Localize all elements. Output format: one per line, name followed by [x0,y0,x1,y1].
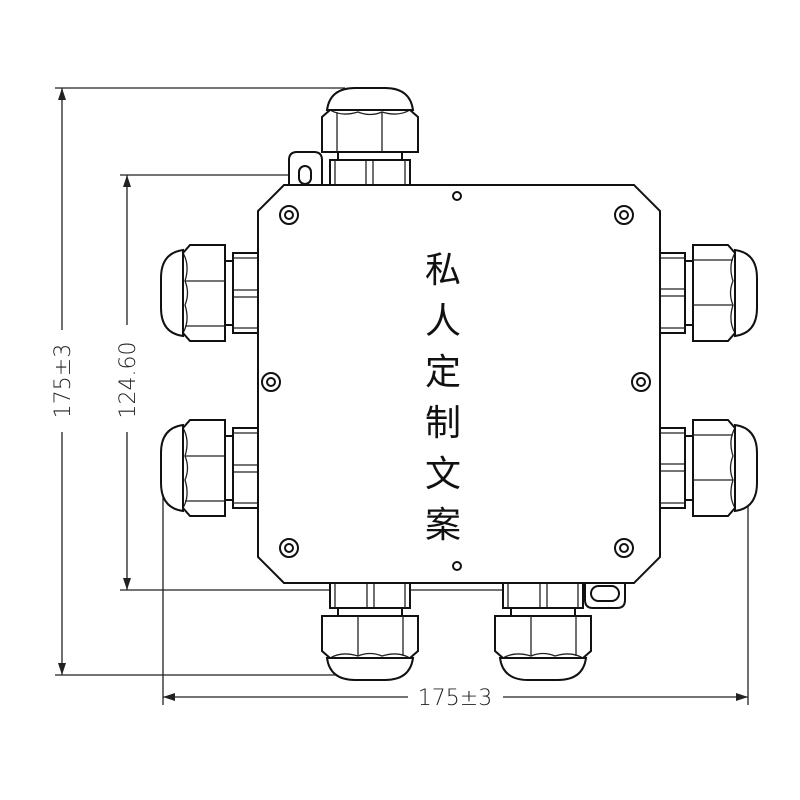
cable-gland-left-upper [160,244,259,342]
cable-gland-right-upper [659,244,758,342]
label-char: 制 [424,403,461,444]
small-screw-icon [452,191,462,201]
cable-gland-right-lower [659,419,758,517]
label-char: 私 [424,250,461,291]
height-total-label: 175±3 [51,344,76,418]
dimension-mount-spacing [123,175,131,590]
label-char: 定 [424,352,461,393]
custom-text-label: 私 人 定 制 文 案 [420,245,466,551]
label-char: 人 [424,301,461,342]
width-total-label: 175±3 [418,686,492,711]
cable-gland-left-lower [160,419,259,517]
small-screw-icon [452,561,462,571]
dimension-width-total [163,693,748,701]
mount-spacing-label: 124.60 [116,342,141,419]
enclosure-body [257,184,661,584]
mounting-tab-top-left [288,151,323,185]
label-char: 文 [424,454,461,495]
dimension-height-total [58,88,66,675]
cable-gland-bottom-left [321,582,419,681]
label-char: 案 [424,505,461,546]
mounting-tab-bottom-right [584,583,626,609]
cable-gland-bottom-right [494,582,592,681]
cable-gland-top [321,87,419,186]
